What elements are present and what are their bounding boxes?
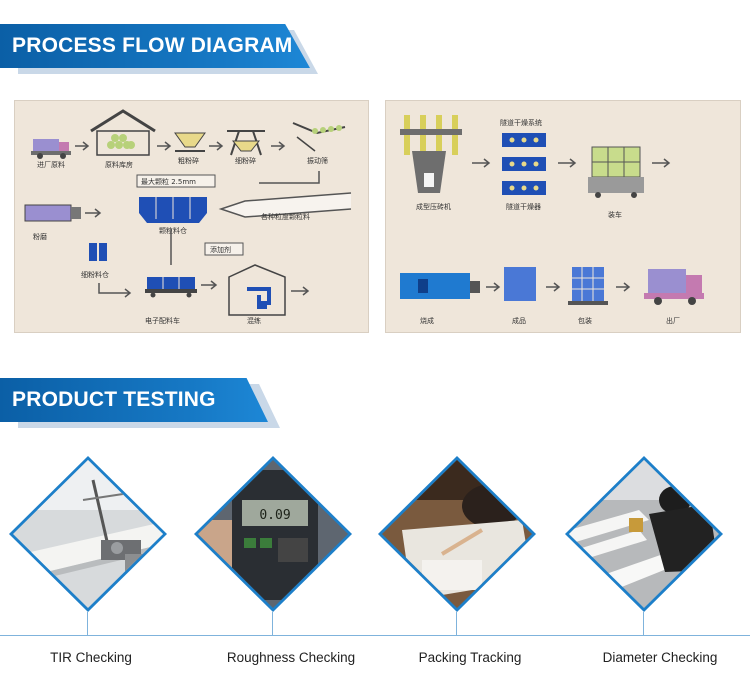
- mixed-granules-label: 各种粒度颗粒料: [261, 212, 310, 221]
- firing-label: 烧成: [420, 316, 434, 325]
- finished-label: 成品: [512, 316, 526, 325]
- packing-photo-icon: [382, 460, 532, 608]
- truck-icon: [31, 139, 71, 159]
- tunnel-dryer-icon: [502, 133, 546, 195]
- process-flow-right-panel: 成型压砖机 隧道干燥系统 隧道干燥器 装车 烧成: [385, 100, 741, 333]
- product-testing-banner: PRODUCT TESTING: [0, 378, 280, 428]
- granule-bin-icon: [139, 197, 207, 223]
- loading-car-icon: [588, 146, 644, 198]
- roughness-photo-icon: 0.09: [198, 460, 348, 608]
- additive-label: 添加剂: [210, 245, 231, 254]
- flow-left-diagram: 进厂原料 原料库房 粗粉碎 细粉碎 振动筛: [24, 109, 352, 325]
- timeline-tick: [272, 612, 273, 635]
- banner-bar: [0, 24, 310, 68]
- batching-car-label: 电子配料车: [145, 316, 180, 325]
- granule-bin-label: 颗粒料仓: [159, 226, 187, 235]
- brick-press-label: 成型压砖机: [416, 202, 451, 211]
- loading-label: 装车: [608, 210, 622, 219]
- fine-crush-label: 细粉碎: [235, 156, 256, 165]
- roughness-checking-caption: Roughness Checking: [226, 650, 356, 665]
- packing-tracking-caption: Packing Tracking: [418, 650, 522, 665]
- process-flow-left-panel: 进厂原料 原料库房 粗粉碎 细粉碎 振动筛: [14, 100, 369, 333]
- diameter-photo-icon: [569, 460, 719, 608]
- diameter-checking-caption: Diameter Checking: [602, 650, 718, 665]
- max-particle-label: 最大颗粒 2.5mm: [141, 177, 196, 186]
- packing-label: 包装: [578, 316, 592, 325]
- tunnel-dryer-label: 隧道干燥器: [506, 202, 541, 211]
- shipping-label: 出厂: [666, 316, 680, 325]
- packing-tracking-photo: [378, 456, 536, 612]
- packing-icon: [568, 267, 608, 305]
- tir-checking-caption: TIR Checking: [50, 650, 132, 665]
- fine-crusher-icon: [227, 130, 265, 156]
- timeline-tick: [456, 612, 457, 635]
- tir-checking-photo: [9, 456, 167, 612]
- kiln-icon: [400, 273, 480, 299]
- tir-photo-icon: [13, 460, 163, 608]
- diameter-checking-photo: [565, 456, 723, 612]
- warehouse-icon: [90, 109, 156, 156]
- flow-right-diagram: 成型压砖机 隧道干燥系统 隧道干燥器 装车 烧成: [400, 115, 704, 325]
- batching-car-icon: [145, 277, 197, 298]
- fine-powder-bin-label: 细粉料仓: [81, 270, 109, 279]
- brick-press-icon: [400, 115, 462, 193]
- vibrating-screen-icon: [292, 122, 346, 152]
- mixing-label: 混练: [247, 316, 261, 325]
- raw-material-in-label: 进厂原料: [37, 160, 65, 169]
- timeline-tick: [87, 612, 88, 635]
- grinder-icon: [24, 204, 81, 222]
- coarse-crush-label: 粗粉碎: [178, 156, 199, 165]
- tunnel-dryer-system-label: 隧道干燥系统: [500, 118, 542, 127]
- banner-bar: [0, 378, 268, 422]
- roughness-checking-photo: 0.09: [194, 456, 352, 612]
- timeline-tick: [643, 612, 644, 635]
- testing-timeline: [0, 635, 750, 636]
- mixer-icon: [228, 264, 286, 316]
- product-testing-title: PRODUCT TESTING: [12, 388, 216, 411]
- raw-storage-label: 原料库房: [105, 160, 133, 169]
- roughness-display-value: 0.09: [259, 508, 290, 523]
- fine-powder-bin-icon: [89, 243, 107, 261]
- grinding-label: 粉磨: [33, 232, 47, 241]
- coarse-crusher-icon: [174, 132, 206, 152]
- shipping-truck-icon: [644, 269, 704, 305]
- process-flow-title: PROCESS FLOW DIAGRAM: [12, 34, 293, 57]
- vibrating-screen-label: 振动筛: [307, 156, 328, 165]
- process-flow-banner: PROCESS FLOW DIAGRAM: [0, 24, 320, 74]
- finished-product-icon: [504, 267, 536, 301]
